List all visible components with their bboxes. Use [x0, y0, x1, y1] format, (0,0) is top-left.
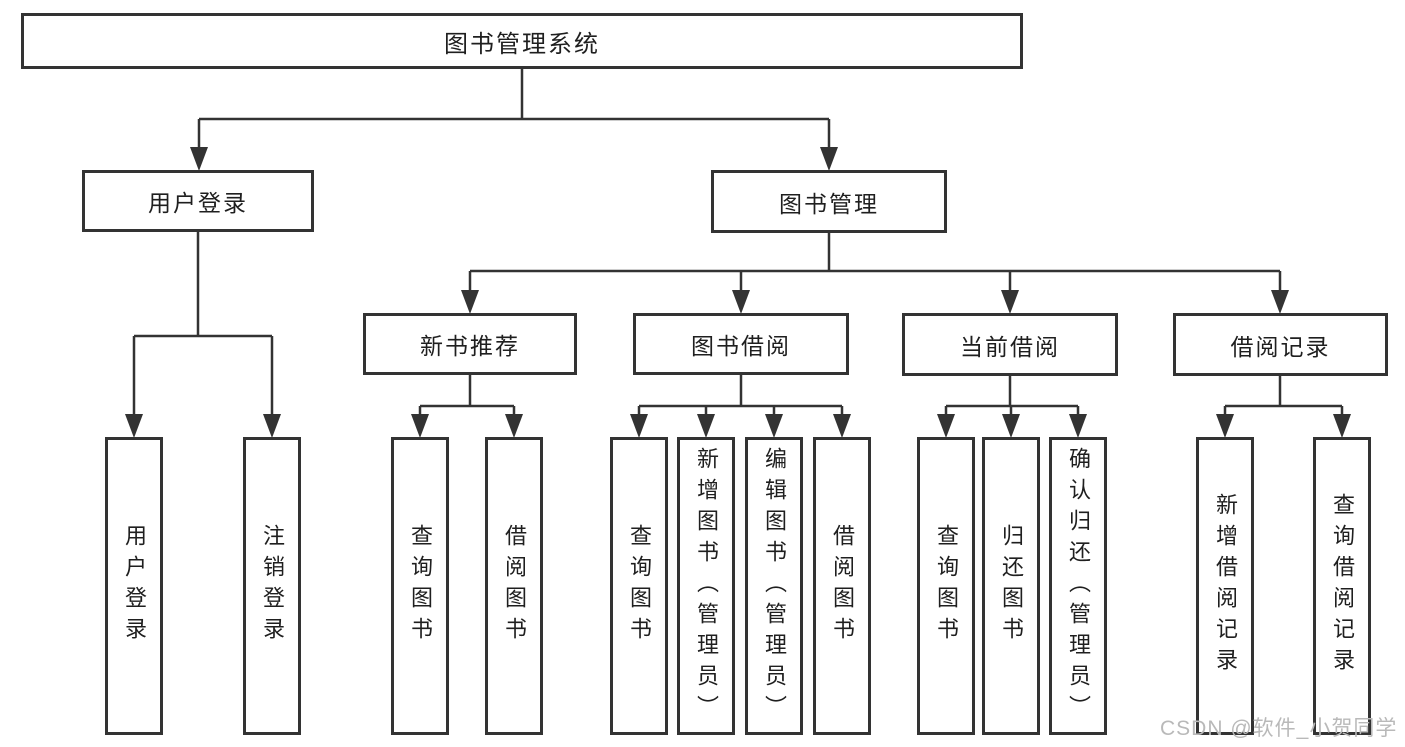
- node-new-book-recommend: 新书推荐: [363, 313, 577, 375]
- leaf-edit-book-admin: 编辑图书（管理员）: [745, 437, 803, 735]
- arrow-icon: [820, 147, 838, 171]
- arrow-icon: [937, 414, 955, 438]
- arrow-icon: [1001, 290, 1019, 314]
- leaf-label: 查询图书: [408, 524, 433, 648]
- leaf-query-book-current: 查询图书: [917, 437, 975, 735]
- connector-borrow-record: [1223, 375, 1344, 415]
- connector-book-borrow: [637, 375, 844, 415]
- leaf-query-book-borrow: 查询图书: [610, 437, 668, 735]
- arrow-icon: [263, 414, 281, 438]
- arrow-icon: [1216, 414, 1234, 438]
- leaf-query-borrow-record: 查询借阅记录: [1313, 437, 1371, 735]
- leaf-borrow-book: 借阅图书: [813, 437, 871, 735]
- node-book-management: 图书管理: [711, 170, 947, 233]
- node-root-system: 图书管理系统: [21, 13, 1023, 69]
- arrow-icon: [1333, 414, 1351, 438]
- leaf-add-book-admin: 新增图书（管理员）: [677, 437, 735, 735]
- arrow-icon: [697, 414, 715, 438]
- arrow-icon: [505, 414, 523, 438]
- arrow-icon: [1002, 414, 1020, 438]
- connector-new-book-recommend: [418, 375, 516, 415]
- leaf-label: 查询借阅记录: [1330, 493, 1355, 679]
- node-borrow-record: 借阅记录: [1173, 313, 1388, 376]
- leaf-label: 归还图书: [999, 524, 1024, 648]
- arrow-icon: [1271, 290, 1289, 314]
- arrow-icon: [630, 414, 648, 438]
- arrow-icon: [411, 414, 429, 438]
- leaf-label: 借阅图书: [830, 524, 855, 648]
- node-user-login: 用户登录: [82, 170, 314, 232]
- arrow-icon: [190, 147, 208, 171]
- leaf-label: 查询图书: [934, 524, 959, 648]
- connector-book-management: [468, 233, 1282, 291]
- arrow-icon: [732, 290, 750, 314]
- leaf-label: 新增图书（管理员）: [694, 446, 719, 726]
- leaf-label: 查询图书: [627, 524, 652, 648]
- arrow-icon: [833, 414, 851, 438]
- leaf-label: 借阅图书: [502, 524, 527, 648]
- arrow-icon: [125, 414, 143, 438]
- leaf-label: 新增借阅记录: [1213, 493, 1238, 679]
- connector-root: [197, 69, 831, 148]
- arrow-icon: [1069, 414, 1087, 438]
- leaf-confirm-return-admin: 确认归还（管理员）: [1049, 437, 1107, 735]
- node-book-borrow: 图书借阅: [633, 313, 849, 375]
- leaf-user-login: 用户登录: [105, 437, 163, 735]
- leaf-add-borrow-record: 新增借阅记录: [1196, 437, 1254, 735]
- node-current-borrow: 当前借阅: [902, 313, 1118, 376]
- leaf-query-book-recommend: 查询图书: [391, 437, 449, 735]
- arrowheads: [125, 147, 1351, 438]
- arrow-icon: [765, 414, 783, 438]
- csdn-watermark: CSDN @软件_小贺同学: [1160, 717, 1398, 740]
- leaf-logout: 注销登录: [243, 437, 301, 735]
- connector-user-login: [132, 232, 274, 415]
- leaf-label: 编辑图书（管理员）: [762, 446, 787, 726]
- leaf-return-book: 归还图书: [982, 437, 1040, 735]
- leaf-label: 确认归还（管理员）: [1066, 446, 1091, 726]
- connector-current-borrow: [944, 375, 1080, 415]
- leaf-label: 用户登录: [122, 524, 147, 648]
- leaf-label: 注销登录: [260, 524, 285, 648]
- arrow-icon: [461, 290, 479, 314]
- leaf-borrow-book-recommend: 借阅图书: [485, 437, 543, 735]
